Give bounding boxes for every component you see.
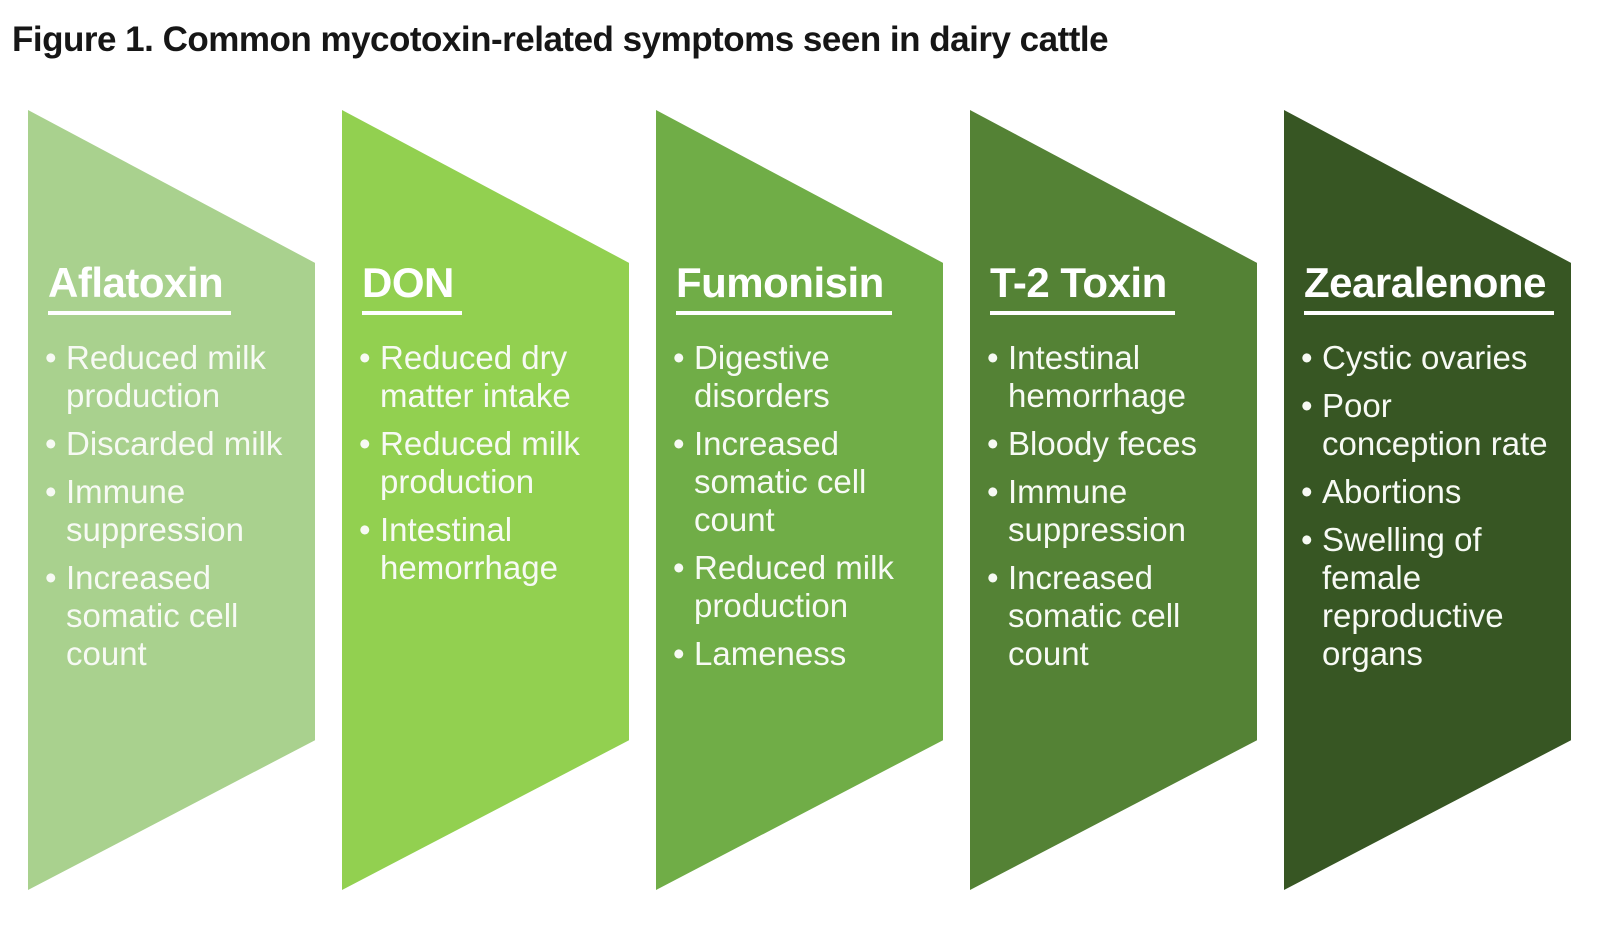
bullet-icon: •	[1301, 387, 1313, 425]
symptom-list: •Digestive disorders•Increased somatic c…	[673, 339, 931, 673]
symptom-text: Increased somatic cell count	[1008, 559, 1181, 673]
symptom-item: •Reduced milk production	[359, 425, 617, 501]
bullet-icon: •	[673, 425, 685, 463]
bullet-icon: •	[1301, 473, 1313, 511]
banner-title: Fumonisin	[676, 259, 931, 316]
bullet-icon: •	[1301, 521, 1313, 559]
symptom-item: •Increased somatic cell count	[987, 559, 1245, 673]
symptom-text: Reduced dry matter intake	[380, 339, 571, 415]
banner-title-text: T-2 Toxin	[990, 259, 1175, 316]
banner-fumonisin: Fumonisin •Digestive disorders•Increased…	[656, 110, 943, 890]
symptom-text: Abortions	[1322, 473, 1462, 511]
banner-row: Aflatoxin •Reduced milk production•Disca…	[28, 110, 1571, 890]
banner-title: Zearalenone	[1304, 259, 1559, 316]
symptom-list: •Reduced milk production•Discarded milk•…	[45, 339, 303, 673]
symptom-item: •Reduced milk production	[45, 339, 303, 415]
banner-aflatoxin: Aflatoxin •Reduced milk production•Disca…	[28, 110, 315, 890]
symptom-text: Poor conception rate	[1322, 387, 1548, 463]
symptom-text: Reduced milk production	[380, 425, 580, 501]
figure-title: Figure 1. Common mycotoxin-related sympt…	[12, 20, 1109, 59]
bullet-icon: •	[359, 425, 371, 463]
symptom-item: •Bloody feces	[987, 425, 1245, 463]
symptom-item: •Reduced dry matter intake	[359, 339, 617, 415]
symptom-item: •Discarded milk	[45, 425, 303, 463]
bullet-icon: •	[45, 559, 57, 597]
symptom-list: •Reduced dry matter intake•Reduced milk …	[359, 339, 617, 587]
symptom-item: •Abortions	[1301, 473, 1559, 511]
symptom-text: Increased somatic cell count	[694, 425, 867, 539]
symptom-item: •Cystic ovaries	[1301, 339, 1559, 377]
symptom-text: Discarded milk	[66, 425, 283, 463]
banner-t2-toxin: T-2 Toxin •Intestinal hemorrhage•Bloody …	[970, 110, 1257, 890]
bullet-icon: •	[45, 473, 57, 511]
bullet-icon: •	[673, 549, 685, 587]
banner-title-text: Zearalenone	[1304, 259, 1554, 316]
symptom-item: •Poor conception rate	[1301, 387, 1559, 463]
banner-title-text: Fumonisin	[676, 259, 892, 316]
symptom-text: Lameness	[694, 635, 847, 673]
symptom-item: •Increased somatic cell count	[45, 559, 303, 673]
symptom-text: Digestive disorders	[694, 339, 830, 415]
bullet-icon: •	[1301, 339, 1313, 377]
symptom-text: Intestinal hemorrhage	[380, 511, 558, 587]
symptom-text: Bloody feces	[1008, 425, 1197, 463]
bullet-icon: •	[359, 339, 371, 377]
symptom-item: •Immune suppression	[987, 473, 1245, 549]
bullet-icon: •	[987, 339, 999, 377]
symptom-item: •Lameness	[673, 635, 931, 673]
symptom-text: Immune suppression	[66, 473, 244, 549]
bullet-icon: •	[987, 425, 999, 463]
symptom-text: Cystic ovaries	[1322, 339, 1528, 377]
bullet-icon: •	[45, 425, 57, 463]
symptom-text: Reduced milk production	[66, 339, 266, 415]
bullet-icon: •	[987, 559, 999, 597]
symptom-text: Reduced milk production	[694, 549, 894, 625]
symptom-item: •Reduced milk production	[673, 549, 931, 625]
banner-title: Aflatoxin	[48, 259, 303, 316]
symptom-text: Swelling of female reproductive organs	[1322, 521, 1504, 673]
symptom-item: •Increased somatic cell count	[673, 425, 931, 539]
bullet-icon: •	[673, 635, 685, 673]
symptom-list: •Cystic ovaries•Poor conception rate•Abo…	[1301, 339, 1559, 673]
banner-don: DON •Reduced dry matter intake•Reduced m…	[342, 110, 629, 890]
symptom-item: •Digestive disorders	[673, 339, 931, 415]
symptom-item: •Intestinal hemorrhage	[359, 511, 617, 587]
symptom-text: Immune suppression	[1008, 473, 1186, 549]
bullet-icon: •	[359, 511, 371, 549]
symptom-list: •Intestinal hemorrhage•Bloody feces•Immu…	[987, 339, 1245, 673]
symptom-item: •Intestinal hemorrhage	[987, 339, 1245, 415]
symptom-item: •Immune suppression	[45, 473, 303, 549]
symptom-text: Increased somatic cell count	[66, 559, 239, 673]
symptom-item: •Swelling of female reproductive organs	[1301, 521, 1559, 673]
banner-zearalenone: Zearalenone •Cystic ovaries•Poor concept…	[1284, 110, 1571, 890]
bullet-icon: •	[673, 339, 685, 377]
bullet-icon: •	[45, 339, 57, 377]
banner-title: T-2 Toxin	[990, 259, 1245, 316]
banner-title-text: Aflatoxin	[48, 259, 232, 316]
banner-title-text: DON	[362, 259, 462, 316]
banner-title: DON	[362, 259, 617, 316]
symptom-text: Intestinal hemorrhage	[1008, 339, 1186, 415]
bullet-icon: •	[987, 473, 999, 511]
